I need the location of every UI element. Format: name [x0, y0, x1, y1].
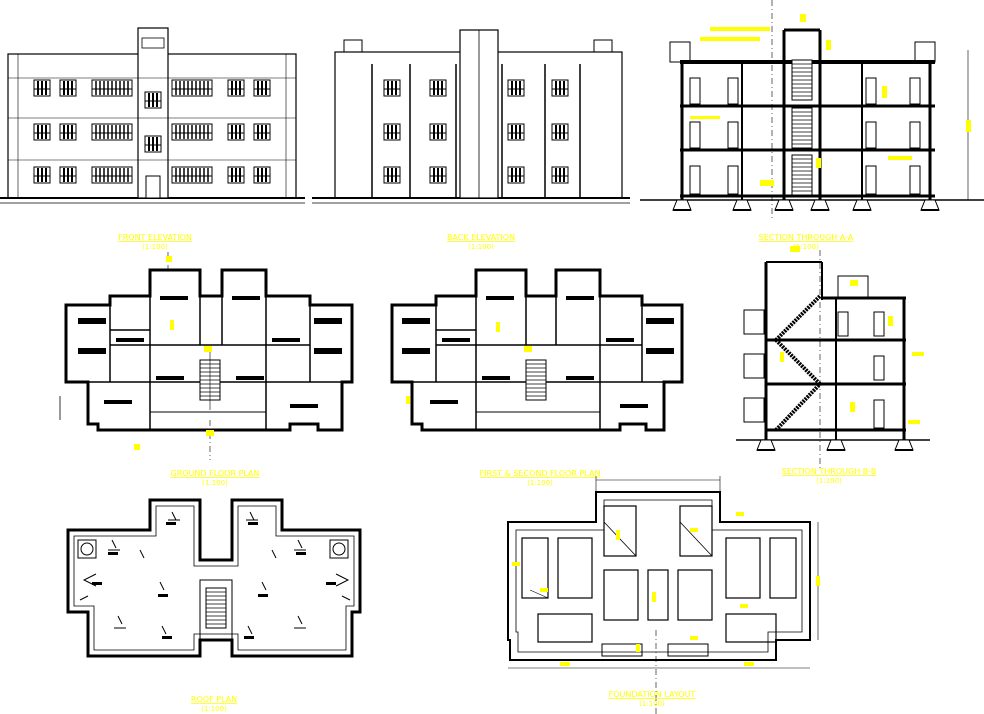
typical-floor-plan: FIRST & SECOND FLOOR PLAN (1:100) — [390, 268, 684, 487]
ground-floor-plan-scale: (1:100) — [202, 479, 228, 487]
back-elevation-title: BACK ELEVATION — [447, 233, 515, 242]
front-elevation: FRONT ELEVATION (1:100) — [0, 27, 305, 251]
section-bb-title: SECTION THROUGH B-B — [782, 467, 877, 476]
foundation-layout-title: FOUNDATION LAYOUT — [609, 690, 696, 699]
roof-plan-title: ROOF PLAN — [191, 695, 237, 704]
section-bb-scale: (1:100) — [816, 477, 842, 485]
roof-plan: ROOF PLAN (1:100) — [66, 498, 362, 713]
front-elevation-title: FRONT ELEVATION — [118, 233, 192, 242]
ground-floor-plan: GROUND FLOOR PLAN (1:100) — [59, 252, 354, 487]
typical-floor-plan-scale: (1:100) — [527, 479, 553, 487]
section-bb: SECTION THROUGH B-B (1:100) — [736, 246, 930, 485]
section-aa: SECTION THROUGH A-A (1:100) — [640, 0, 984, 251]
typical-floor-plan-title: FIRST & SECOND FLOOR PLAN — [480, 469, 601, 478]
roof-plan-scale: (1:100) — [201, 705, 227, 713]
back-elevation: BACK ELEVATION (1:100) — [312, 29, 630, 251]
section-aa-title: SECTION THROUGH A-A — [759, 233, 854, 242]
foundation-layout-scale: (1:100) — [639, 700, 665, 708]
front-elevation-scale: (1:100) — [142, 243, 168, 251]
foundation-layout: FOUNDATION LAYOUT (1:100) — [507, 476, 820, 714]
ground-floor-plan-title: GROUND FLOOR PLAN — [171, 469, 260, 478]
section-aa-scale: (1:100) — [793, 243, 819, 251]
back-elevation-scale: (1:100) — [468, 243, 494, 251]
